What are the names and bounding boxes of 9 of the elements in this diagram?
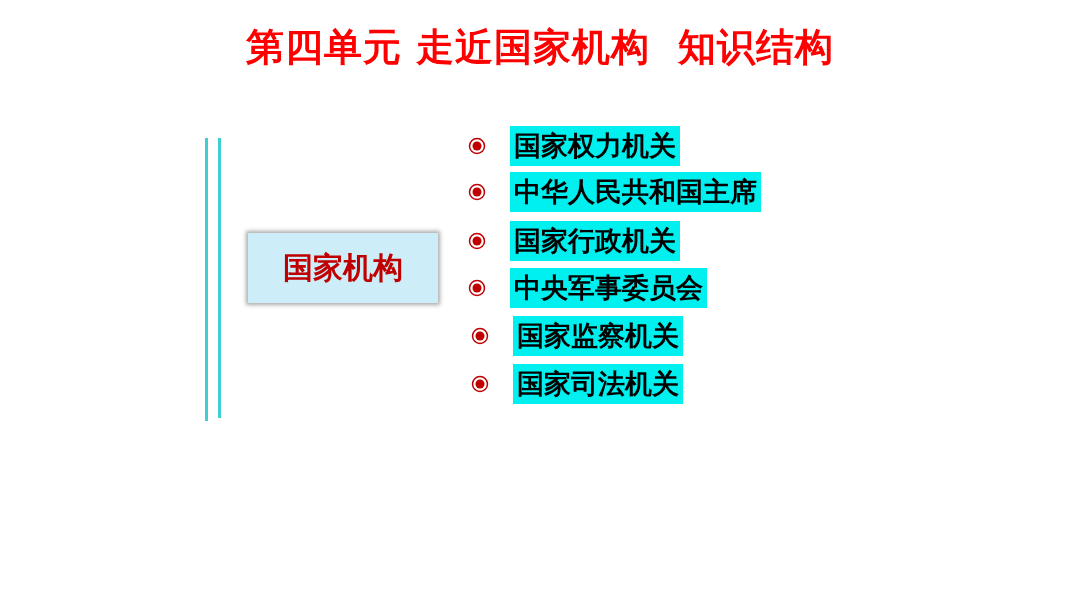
item-text: 中华人民共和国主席 <box>514 175 757 209</box>
topic-box <box>248 233 438 303</box>
topic-text: 国家机构 <box>283 248 403 287</box>
item-text: 国家权力机关 <box>514 129 676 163</box>
item-text: 国家行政机关 <box>514 224 676 258</box>
item-text: 国家司法机关 <box>517 367 679 401</box>
title: 第四单元 走近国家机构 知识结构 <box>244 24 836 71</box>
item-text: 国家监察机关 <box>517 319 679 353</box>
item-text: 中央军事委员会 <box>514 271 703 305</box>
